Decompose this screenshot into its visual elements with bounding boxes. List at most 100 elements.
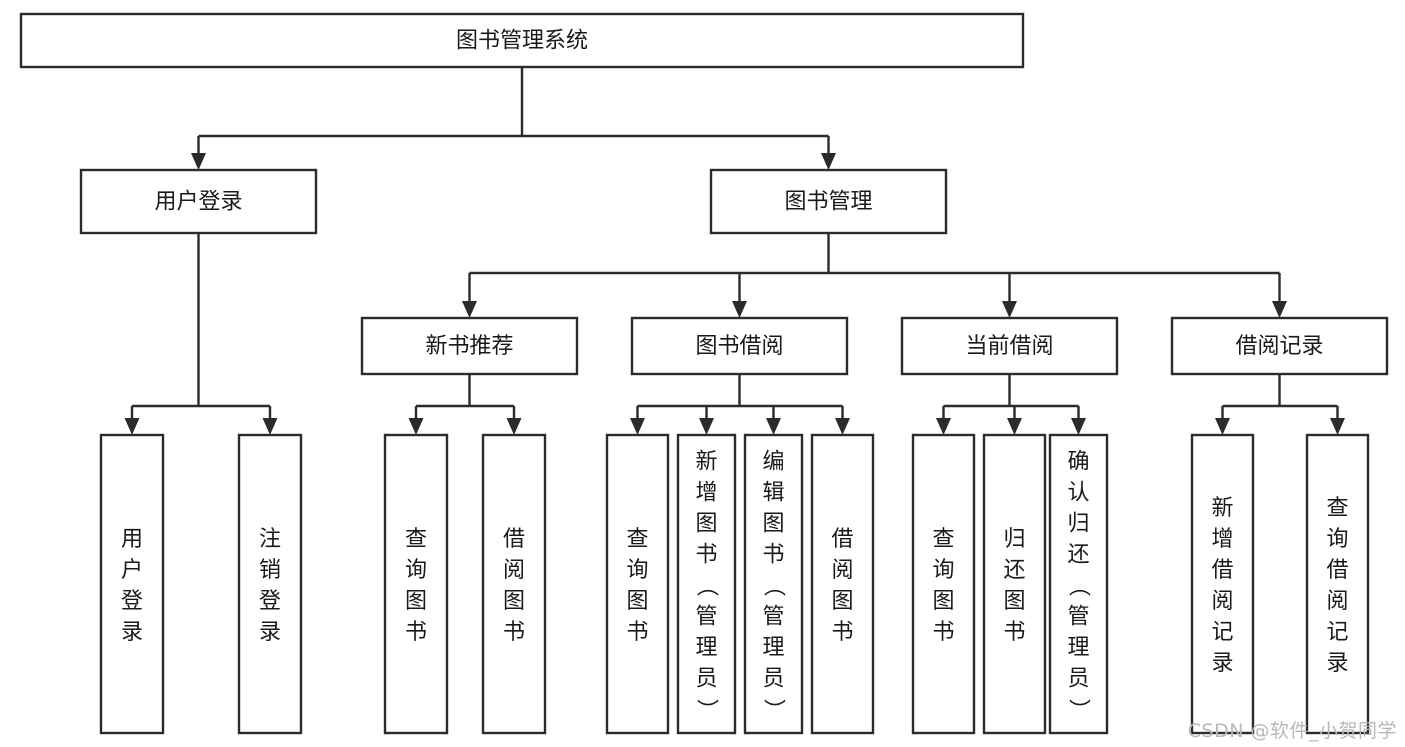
node-label: 用户登录 xyxy=(154,190,242,215)
svg-text:借: 借 xyxy=(1326,558,1348,583)
svg-text:认: 认 xyxy=(1067,481,1089,506)
node-level3-1[interactable]: 图书借阅 xyxy=(630,316,849,376)
arrow-head-icon xyxy=(821,153,836,170)
svg-text:书: 书 xyxy=(405,620,427,645)
node-box[interactable] xyxy=(911,433,976,735)
arrow-head-icon xyxy=(1007,418,1022,435)
node-box[interactable] xyxy=(900,316,1119,376)
node-level3-0[interactable]: 新书推荐 xyxy=(360,316,579,376)
node-box[interactable] xyxy=(676,433,737,735)
svg-text:确: 确 xyxy=(1067,450,1089,475)
node-root-book-management-system[interactable]: 图书管理系统 xyxy=(19,12,1025,69)
node-box[interactable] xyxy=(237,433,303,735)
svg-text:图: 图 xyxy=(626,589,648,614)
svg-text:户: 户 xyxy=(121,558,143,583)
svg-text:图: 图 xyxy=(932,589,954,614)
arrow-head-icon xyxy=(408,418,424,435)
node-label: 图书管理系统 xyxy=(456,29,588,54)
svg-text:查: 查 xyxy=(626,527,648,552)
node-level3-3[interactable]: 借阅记录 xyxy=(1170,316,1389,376)
node-box[interactable] xyxy=(630,316,849,376)
arrow-head-icon xyxy=(1272,301,1287,318)
node-box[interactable] xyxy=(19,12,1025,69)
node-level2-1[interactable]: 图书管理 xyxy=(709,168,948,235)
node-box[interactable] xyxy=(1170,316,1389,376)
arrow-head-icon xyxy=(1071,418,1086,435)
node-box[interactable] xyxy=(1048,433,1109,735)
svg-text:登: 登 xyxy=(259,589,281,614)
node-label: 图书管理 xyxy=(784,190,872,215)
node-box[interactable] xyxy=(360,316,579,376)
node-box[interactable] xyxy=(810,433,875,735)
svg-text:借: 借 xyxy=(503,527,525,552)
node-label-vertical: 用户登录 xyxy=(121,527,143,645)
node-box[interactable] xyxy=(605,433,670,735)
svg-text:书: 书 xyxy=(831,620,853,645)
svg-text:归: 归 xyxy=(1067,512,1089,537)
node-box[interactable] xyxy=(383,433,449,735)
svg-text:管: 管 xyxy=(695,605,717,630)
svg-text:书: 书 xyxy=(503,620,525,645)
arrow-head-icon xyxy=(124,418,140,435)
svg-text:书: 书 xyxy=(626,620,648,645)
nodes-layer: 图书管理系统用户登录图书管理新书推荐图书借阅当前借阅借阅记录用户登录注销登录查询… xyxy=(19,12,1389,735)
node-box[interactable] xyxy=(1305,433,1370,735)
arrow-head-icon xyxy=(936,418,951,435)
node-box[interactable] xyxy=(743,433,804,735)
svg-text:理: 理 xyxy=(695,636,717,661)
svg-text:询: 询 xyxy=(932,558,954,583)
svg-text:图: 图 xyxy=(1003,589,1025,614)
svg-text:图: 图 xyxy=(695,512,717,537)
node-box[interactable] xyxy=(709,168,948,235)
node-box[interactable] xyxy=(481,433,547,735)
svg-text:录: 录 xyxy=(121,620,143,645)
node-box[interactable] xyxy=(1190,433,1255,735)
svg-text:辑: 辑 xyxy=(762,481,784,506)
svg-text:用: 用 xyxy=(121,527,143,552)
svg-text:）: ） xyxy=(761,699,786,721)
node-box[interactable] xyxy=(982,433,1047,735)
svg-text:员: 员 xyxy=(762,667,784,692)
node-level2-0[interactable]: 用户登录 xyxy=(79,168,318,235)
svg-text:登: 登 xyxy=(121,589,143,614)
node-box[interactable] xyxy=(79,168,318,235)
arrow-head-icon xyxy=(506,418,522,435)
connectors-layer xyxy=(124,67,1345,435)
csdn-watermark: CSDN @软件_小贺同学 xyxy=(1187,720,1397,742)
svg-text:查: 查 xyxy=(405,527,427,552)
svg-text:书: 书 xyxy=(1003,620,1025,645)
svg-text:阅: 阅 xyxy=(831,558,853,583)
node-level3-2[interactable]: 当前借阅 xyxy=(900,316,1119,376)
svg-text:询: 询 xyxy=(626,558,648,583)
svg-text:查: 查 xyxy=(1326,496,1348,521)
svg-text:书: 书 xyxy=(932,620,954,645)
svg-text:录: 录 xyxy=(1211,651,1233,676)
node-leaf-0[interactable]: 用户登录 xyxy=(99,433,165,735)
svg-text:管: 管 xyxy=(762,605,784,630)
svg-text:录: 录 xyxy=(1326,651,1348,676)
node-label: 图书借阅 xyxy=(695,334,783,359)
arrow-head-icon xyxy=(462,301,477,318)
arrow-head-icon xyxy=(835,418,850,435)
node-box[interactable] xyxy=(99,433,165,735)
